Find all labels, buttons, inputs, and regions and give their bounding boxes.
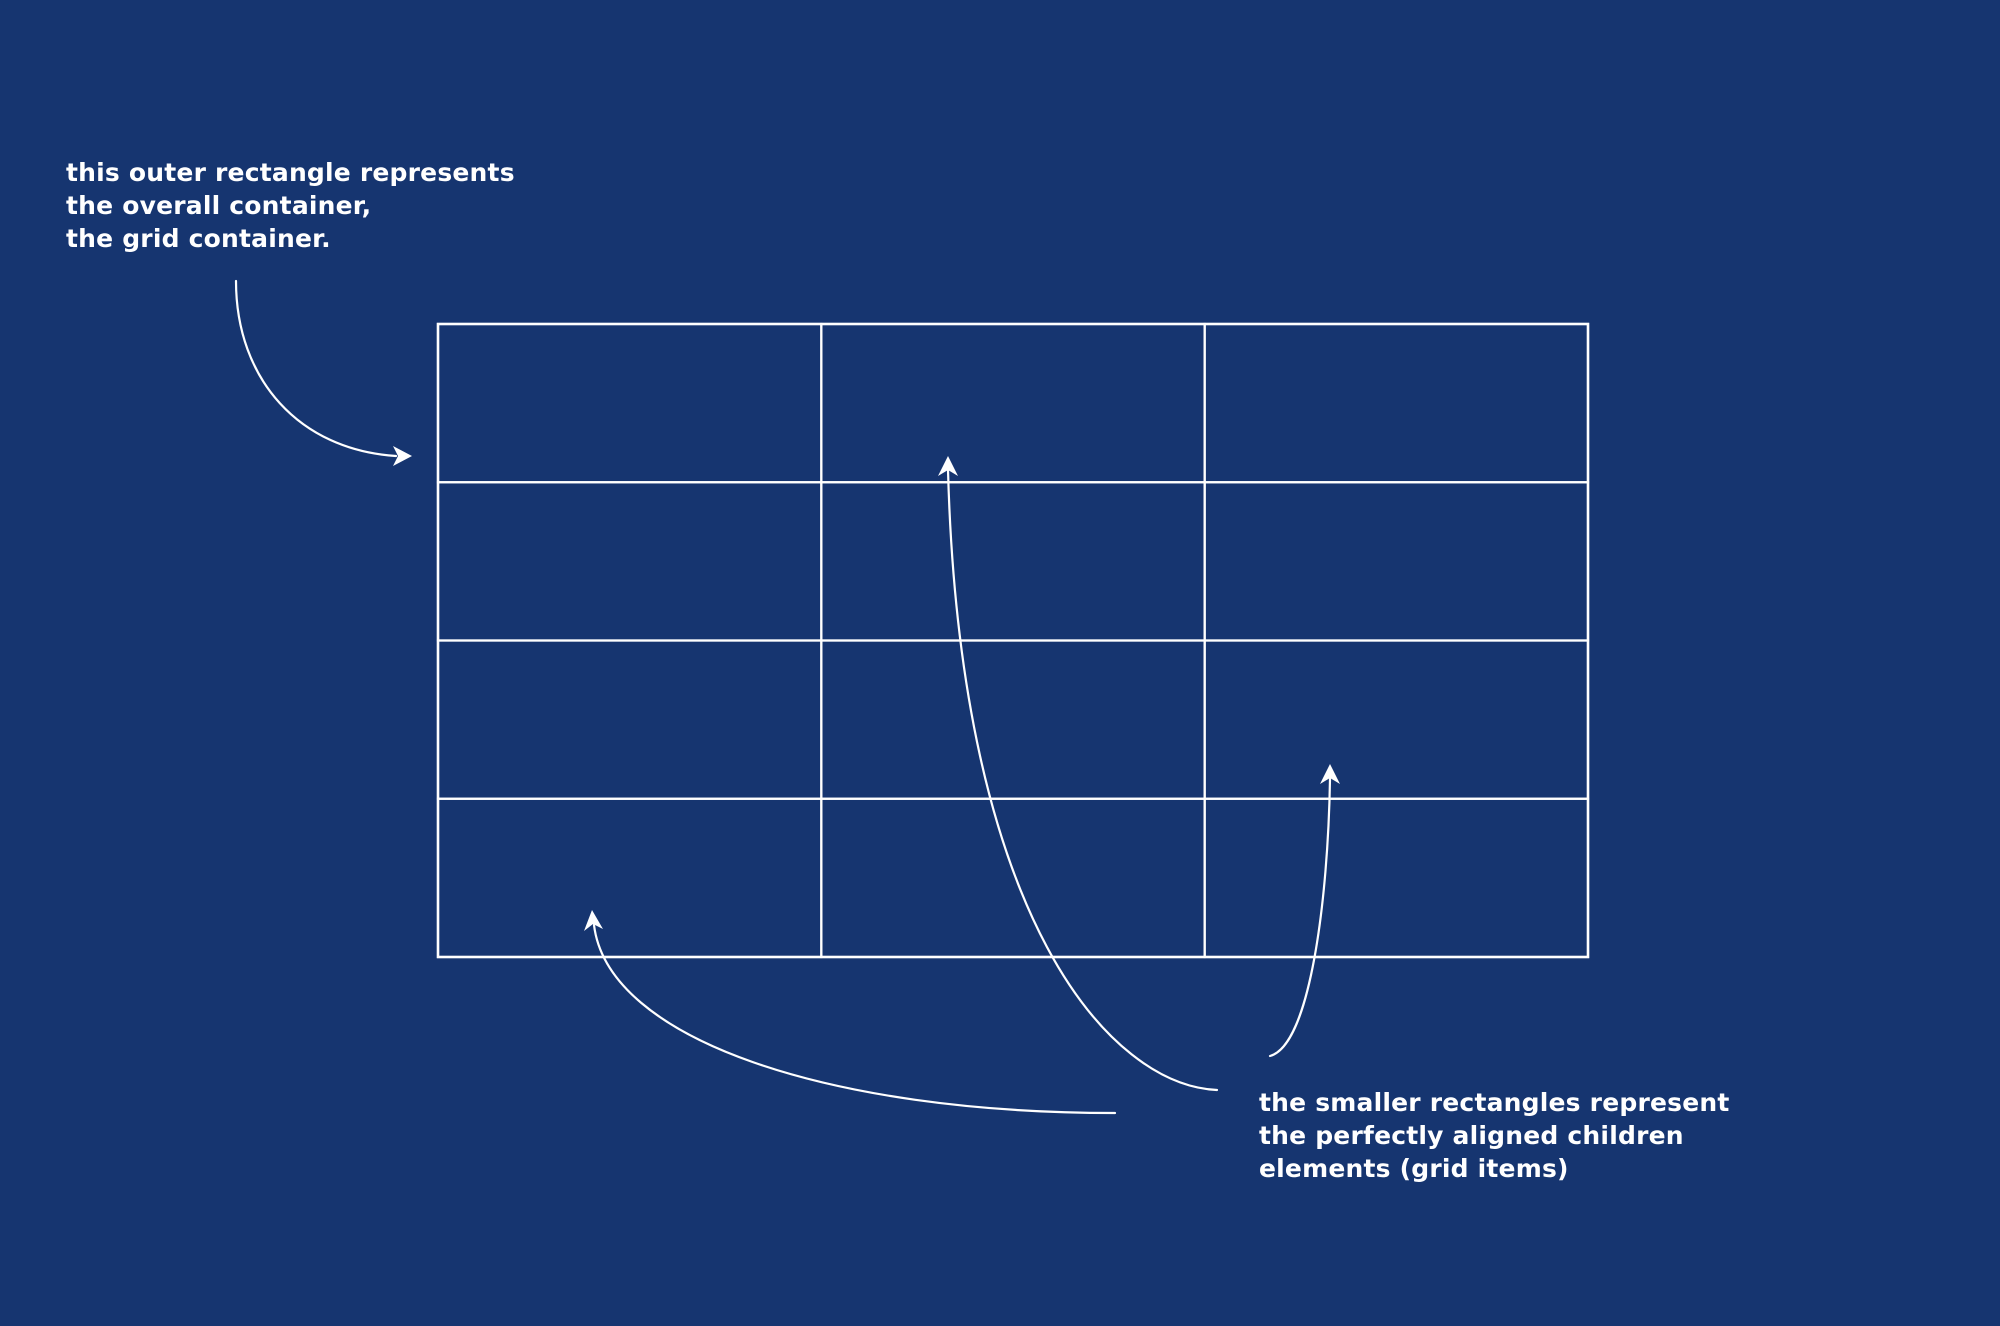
grid-item bbox=[1203, 322, 1590, 484]
grid-item bbox=[820, 322, 1206, 484]
grid-item bbox=[436, 322, 823, 484]
grid-item bbox=[436, 639, 823, 800]
grid-item bbox=[820, 797, 1206, 959]
grid-item bbox=[436, 481, 823, 642]
container-annotation: this outer rectangle represents the over… bbox=[66, 156, 515, 255]
items-annotation: the smaller rectangles represent the per… bbox=[1259, 1086, 1730, 1185]
annotation-line: the smaller rectangles represent bbox=[1259, 1088, 1730, 1117]
grid-item bbox=[1203, 481, 1590, 642]
arrowhead-icon bbox=[1320, 764, 1340, 784]
arrow-to-item-top-middle bbox=[938, 456, 1219, 1092]
arrow-curve bbox=[592, 923, 1117, 1115]
arrow-to-container bbox=[234, 279, 412, 466]
grid-item bbox=[436, 797, 823, 959]
arrow-to-item-bottom-left bbox=[584, 910, 1117, 1115]
annotation-line: the grid container. bbox=[66, 224, 331, 253]
grid-container-outline bbox=[436, 322, 1590, 959]
annotation-line: this outer rectangle represents bbox=[66, 158, 515, 187]
annotation-line: elements (grid items) bbox=[1259, 1154, 1569, 1183]
arrowhead-icon bbox=[584, 910, 603, 931]
arrow-curve bbox=[234, 279, 398, 458]
arrow-curve bbox=[1268, 777, 1332, 1058]
grid-item bbox=[820, 639, 1206, 800]
arrowhead-icon bbox=[938, 456, 958, 476]
arrow-curve bbox=[946, 468, 1219, 1092]
grid-item bbox=[1203, 797, 1590, 959]
grid-item bbox=[1203, 639, 1590, 800]
annotation-line: the perfectly aligned children bbox=[1259, 1121, 1684, 1150]
arrowhead-icon bbox=[393, 446, 412, 466]
grid-container bbox=[436, 322, 1590, 959]
arrow-to-item-right bbox=[1268, 764, 1340, 1058]
annotation-line: the overall container, bbox=[66, 191, 372, 220]
grid-item bbox=[820, 481, 1206, 642]
